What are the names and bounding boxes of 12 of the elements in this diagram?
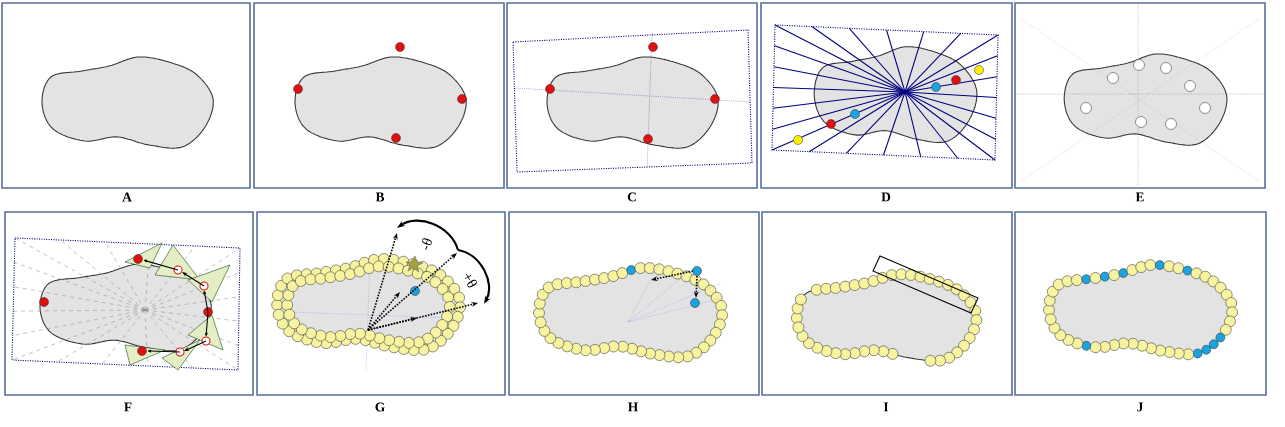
panel-label: A xyxy=(122,192,132,202)
panel-label: B xyxy=(375,192,385,202)
panel-label: H xyxy=(628,402,638,412)
angle-label: +θ xyxy=(464,273,477,288)
panel-label: D xyxy=(881,192,891,202)
panel-label: E xyxy=(1135,192,1144,202)
panel-label: F xyxy=(124,402,132,412)
panel-label: J xyxy=(1137,402,1143,412)
panel-label: G xyxy=(375,402,385,412)
panel-label: I xyxy=(883,402,889,412)
panel-label: C xyxy=(627,192,636,202)
angle-label: -θ xyxy=(421,238,432,250)
